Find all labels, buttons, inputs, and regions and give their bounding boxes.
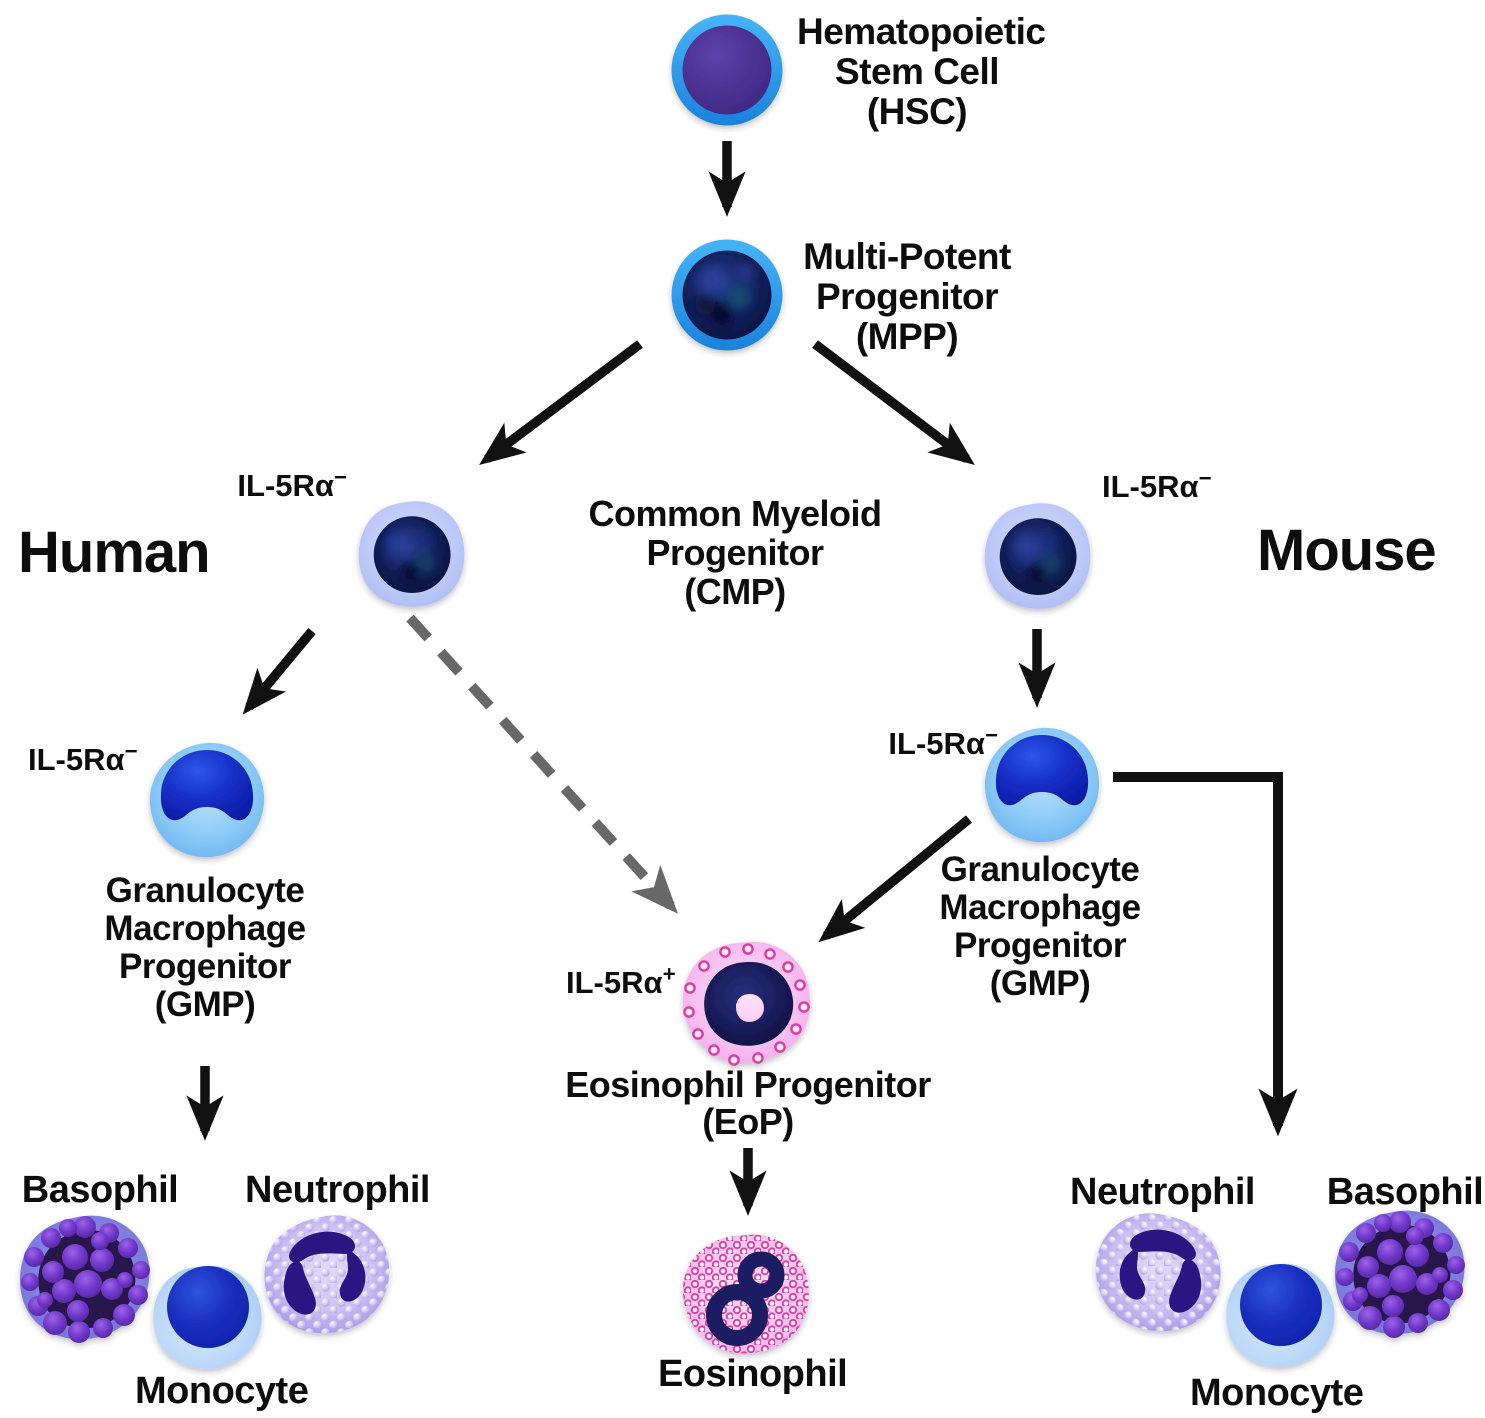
- mpp-label-line1: Multi-Potent: [803, 236, 1011, 277]
- cmp-label: Common Myeloid Progenitor (CMP): [585, 494, 885, 611]
- hsc-label-line3: (HSC): [866, 91, 968, 132]
- monocyte-human-cell-graphic: [153, 1265, 262, 1369]
- il5ra-neg-label-gmp-mouse: IL-5Rα−: [868, 724, 998, 761]
- il5ra-base: IL-5Rα: [1102, 469, 1199, 504]
- arrow-mpp-to-cmp-human: [479, 340, 643, 465]
- eop-label-line2: (EoP): [702, 1101, 794, 1142]
- gmp-mouse-label-line1: Granulocyte: [940, 850, 1140, 889]
- neutrophil-mouse-cell-graphic: [1095, 1213, 1221, 1332]
- il5ra-neg-label-gmp-human: IL-5Rα−: [28, 740, 138, 777]
- il5ra-pos-label-eop: IL-5Rα+: [566, 963, 676, 1000]
- neutrophil-human-cell-graphic: [264, 1215, 390, 1334]
- hsc-cell-graphic: [677, 20, 777, 120]
- il5ra-neg-label-cmp-mouse: IL-5Rα−: [1102, 467, 1212, 504]
- basophil-mouse-label: Basophil: [1326, 1171, 1484, 1213]
- eop-label-line1: Eosinophil Progenitor: [565, 1064, 931, 1105]
- eop-cell-graphic: [681, 940, 812, 1066]
- basophil-mouse-cell-graphic: [1334, 1210, 1465, 1338]
- cmp-label-line2: Progenitor: [646, 532, 824, 573]
- cmp-mouse-cell-graphic: [985, 503, 1091, 608]
- neutrophil-human-label: Neutrophil: [245, 1169, 430, 1211]
- monocyte-human-label: Monocyte: [135, 1370, 309, 1412]
- gmp-human-label: Granulocyte Macrophage Progenitor (GMP): [80, 872, 330, 1024]
- il5ra-base: IL-5Rα: [566, 965, 663, 1000]
- gmp-human-label-line4: (GMP): [154, 985, 256, 1024]
- mpp-label-line3: (MPP): [855, 316, 959, 357]
- gmp-mouse-label-line3: Progenitor: [954, 926, 1126, 965]
- arrow-dashed-cmp-human-to-eop: [406, 614, 678, 914]
- eop-label: Eosinophil Progenitor (EoP): [563, 1066, 933, 1140]
- il5ra-base: IL-5Rα: [888, 726, 985, 761]
- gmp-human-cell-graphic: [149, 742, 265, 858]
- gmp-human-label-line3: Progenitor: [119, 947, 291, 986]
- il5ra-base: IL-5Rα: [237, 468, 334, 503]
- hsc-label-line2: Stem Cell: [834, 51, 1000, 92]
- cmp-label-line1: Common Myeloid: [588, 493, 882, 534]
- monocyte-mouse-cell-graphic: [1226, 1263, 1335, 1367]
- arrow-cmp-to-gmp-human: [242, 627, 316, 715]
- gmp-human-label-line2: Macrophage: [104, 909, 306, 948]
- il5ra-minus: −: [124, 738, 138, 764]
- il5ra-minus: −: [1198, 465, 1212, 491]
- mpp-label: Multi-Potent Progenitor (MPP): [787, 237, 1027, 357]
- basophil-human-cell-graphic: [19, 1215, 151, 1343]
- arrow-mpp-to-cmp-mouse: [812, 340, 975, 465]
- gmp-mouse-cell-graphic: [984, 727, 1100, 843]
- eosinophil-label: Eosinophil: [658, 1353, 848, 1395]
- neutrophil-mouse-label: Neutrophil: [1070, 1171, 1255, 1213]
- il5ra-minus: −: [333, 464, 347, 490]
- il5ra-plus: +: [662, 961, 676, 987]
- hsc-label: Hematopoietic Stem Cell (HSC): [797, 11, 1046, 132]
- basophil-human-label: Basophil: [21, 1169, 179, 1211]
- gmp-human-label-line1: Granulocyte: [105, 871, 305, 910]
- gmp-mouse-label: Granulocyte Macrophage Progenitor (GMP): [915, 851, 1165, 1003]
- mpp-cell-graphic: [677, 245, 777, 345]
- il5ra-minus: −: [984, 722, 998, 748]
- gmp-mouse-label-line2: Macrophage: [939, 888, 1141, 927]
- cmp-human-cell-graphic: [359, 501, 465, 606]
- eosinophil-cell-graphic: [683, 1235, 809, 1354]
- hsc-label-line1: Hematopoietic: [797, 11, 1046, 52]
- il5ra-neg-label-cmp-human: IL-5Rα−: [215, 466, 347, 503]
- human-heading: Human: [18, 520, 211, 585]
- mouse-heading: Mouse: [1257, 518, 1437, 583]
- cmp-label-line3: (CMP): [684, 571, 786, 612]
- mpp-label-line2: Progenitor: [815, 276, 999, 317]
- il5ra-base: IL-5Rα: [28, 742, 125, 777]
- monocyte-mouse-label: Monocyte: [1190, 1372, 1364, 1414]
- gmp-mouse-label-line4: (GMP): [989, 964, 1091, 1003]
